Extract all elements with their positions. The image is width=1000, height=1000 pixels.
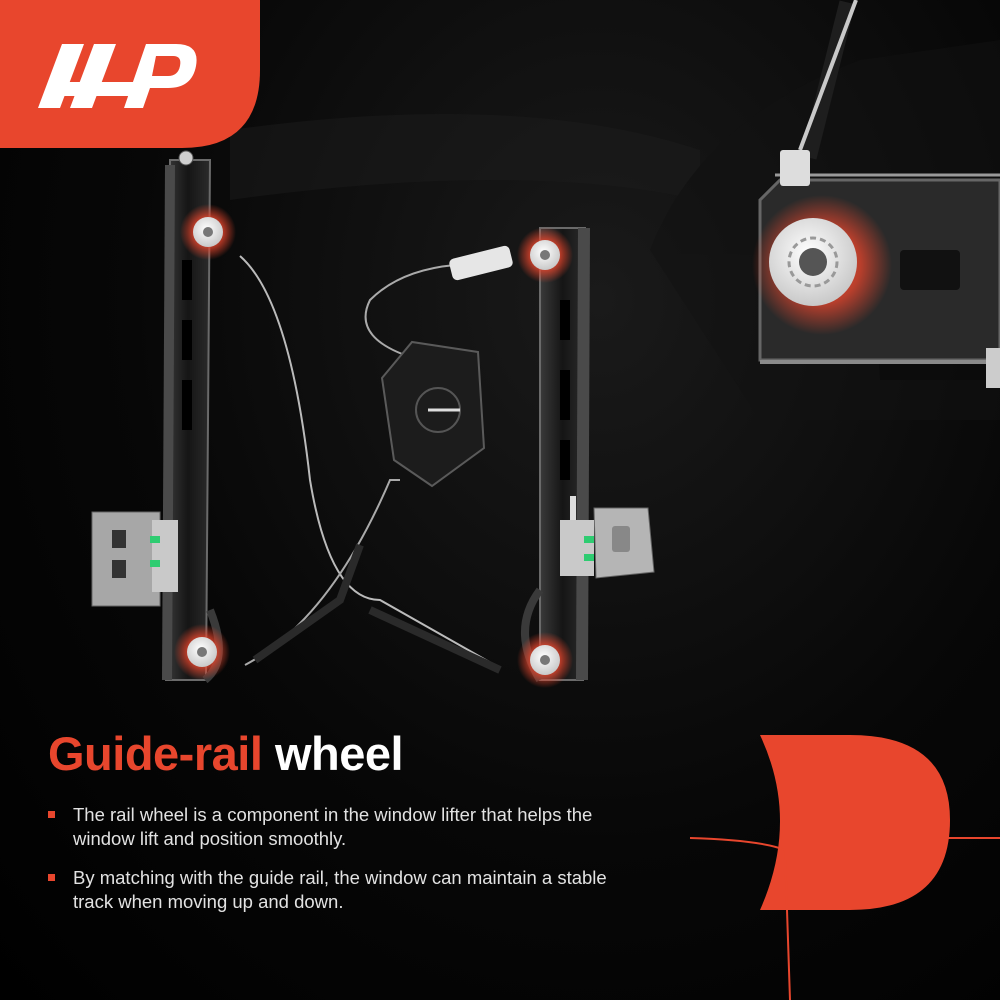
decorative-d-shape [689,735,1000,1000]
window-regulator [91,150,655,684]
wheel-highlight-bottom-right [517,632,573,688]
headline-accent: Guide-rail [48,727,263,780]
brand-logo [0,0,260,148]
wheel-highlight-top-right [517,227,573,283]
list-item: By matching with the guide rail, the win… [48,866,608,914]
headline-plain: wheel [274,727,404,780]
wheel-highlight-top-left [180,204,236,260]
bullet-square-icon [48,874,55,881]
bullet-square-icon [48,811,55,818]
detail-zoom [752,0,1000,388]
feature-list: The rail wheel is a component in the win… [48,803,608,929]
bullet-text: The rail wheel is a component in the win… [73,804,593,849]
list-item: The rail wheel is a component in the win… [48,803,608,851]
bullet-text: By matching with the guide rail, the win… [73,867,607,912]
headline: Guide-rail wheel [48,727,404,780]
wheel-highlight-bottom-left [174,624,230,680]
